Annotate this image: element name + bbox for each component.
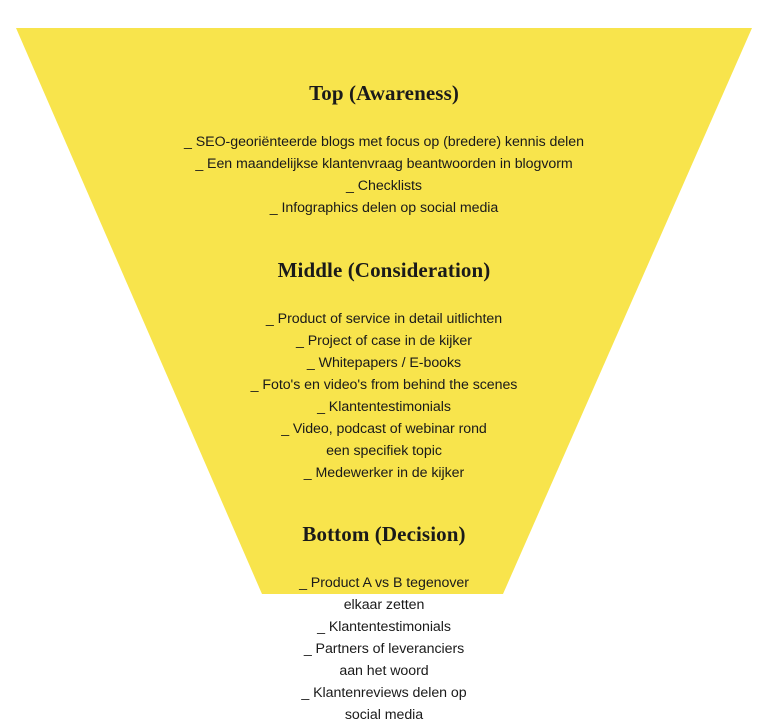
stage-middle-item: _ Product of service in detail uitlichte… [265, 310, 503, 327]
stage-middle-item: _ Medewerker in de kijker [303, 464, 465, 481]
stage-bottom-item: _ Klantentestimonials [317, 618, 451, 635]
stage-bottom-item: social media [344, 706, 424, 723]
stage-top-heading: Top (Awareness) [309, 81, 459, 106]
stage-bottom-item-list: _ Product A vs B tegenover elkaar zetten… [299, 572, 469, 726]
stage-middle-item: _ Foto's en video's from behind the scen… [250, 376, 518, 393]
stage-top-item: _ Infographics delen op social media [269, 199, 499, 216]
stage-bottom-item: _ Partners of leveranciers [303, 640, 465, 657]
funnel-stage-bottom: Bottom (Decision) _ Product A vs B tegen… [0, 507, 768, 726]
stage-middle-item: _ Project of case in de kijker [296, 332, 472, 349]
stage-middle-item: een specifiek topic [326, 442, 442, 459]
stage-top-item: _ Een maandelijkse klantenvraag beantwoo… [195, 155, 573, 172]
stage-middle-item: _ Whitepapers / E-books [306, 354, 462, 371]
stage-top-item-list: _ SEO-georiënteerde blogs met focus op (… [184, 131, 584, 219]
stage-top-item: _ SEO-georiënteerde blogs met focus op (… [184, 133, 584, 150]
stage-bottom-item: _ Klantenreviews delen op [301, 684, 467, 701]
funnel-diagram: Top (Awareness) _ SEO-georiënteerde blog… [0, 28, 768, 723]
stage-bottom-heading: Bottom (Decision) [302, 522, 466, 547]
stage-bottom-item: elkaar zetten [343, 596, 425, 613]
stage-middle-item: _ Klantentestimonials [317, 398, 451, 415]
funnel-stage-top: Top (Awareness) _ SEO-georiënteerde blog… [0, 66, 768, 219]
stage-middle-heading: Middle (Consideration) [277, 258, 491, 283]
stage-bottom-item: _ Product A vs B tegenover [299, 574, 469, 591]
funnel-stage-middle: Middle (Consideration) _ Product of serv… [0, 243, 768, 484]
stage-bottom-item: aan het woord [339, 662, 429, 679]
stage-middle-item: _ Video, podcast of webinar rond [281, 420, 487, 437]
funnel-shape-svg [16, 28, 752, 594]
stage-top-item: _ Checklists [346, 177, 422, 194]
stage-middle-item-list: _ Product of service in detail uitlichte… [251, 308, 518, 484]
funnel-body-polygon [16, 28, 752, 594]
funnel-text-layer: Top (Awareness) _ SEO-georiënteerde blog… [0, 66, 768, 723]
